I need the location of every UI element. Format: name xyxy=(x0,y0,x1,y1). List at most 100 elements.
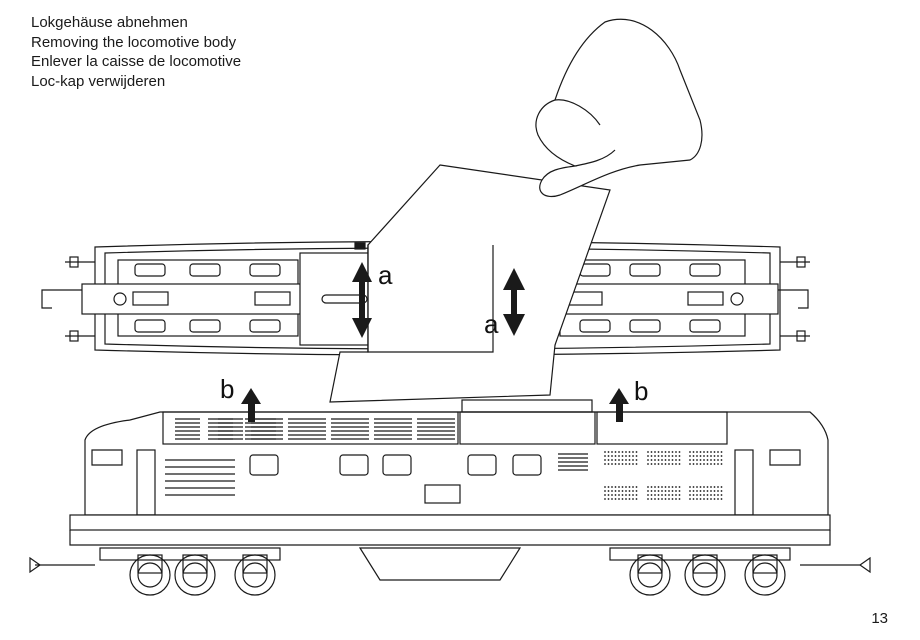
grille-dot xyxy=(696,494,698,496)
grille-dot xyxy=(717,451,719,453)
grille-dot xyxy=(650,498,653,500)
grille-dot xyxy=(699,498,702,500)
hand-illustration xyxy=(535,18,703,198)
grille-dot xyxy=(717,459,719,461)
grille-dot xyxy=(689,455,691,457)
grille-dot xyxy=(618,490,620,492)
grille-dot xyxy=(696,451,698,453)
grille-dot xyxy=(720,498,723,500)
grille-dot xyxy=(647,459,649,461)
grille-dot xyxy=(611,486,613,488)
removal-card xyxy=(329,164,611,403)
grille-dot xyxy=(650,494,653,496)
wheel-top xyxy=(689,319,721,333)
grille-dot xyxy=(661,451,663,453)
grille-dot xyxy=(621,498,624,500)
grille-dot xyxy=(647,486,649,488)
grille-dot xyxy=(650,490,653,492)
grille-dot xyxy=(699,490,702,492)
grille-dot xyxy=(604,486,606,488)
grille-dot xyxy=(635,451,638,453)
grille-dot xyxy=(671,498,674,500)
grille-dot xyxy=(710,494,712,496)
grille-dot xyxy=(671,494,674,496)
wheel-top xyxy=(134,263,166,277)
grille-dot xyxy=(657,455,660,457)
grille-dot xyxy=(671,455,674,457)
wheel-top xyxy=(189,263,221,277)
caption-en: Removing the locomotive body xyxy=(31,33,237,51)
grille-dot xyxy=(604,459,606,461)
grille-dot xyxy=(696,498,698,500)
grille-dot xyxy=(720,451,723,453)
grille-dot xyxy=(668,463,670,465)
wheel xyxy=(129,554,171,596)
grille-dot xyxy=(635,455,638,457)
grille-dot xyxy=(657,459,660,461)
grille-dot xyxy=(668,498,670,500)
grille-dot xyxy=(611,463,613,465)
grille-dot xyxy=(621,490,624,492)
grille-dot xyxy=(654,486,656,488)
wheel-top xyxy=(249,263,281,277)
grille-dot xyxy=(678,459,681,461)
grille-dot xyxy=(706,451,709,453)
grille-dot xyxy=(635,459,638,461)
grille-dot xyxy=(654,451,656,453)
grille-dot xyxy=(650,459,653,461)
grille-dot xyxy=(692,463,695,465)
grille-dot xyxy=(717,463,719,465)
grille-dot xyxy=(675,490,677,492)
grille-dot xyxy=(611,498,613,500)
grille-dot xyxy=(618,498,620,500)
grille-dot xyxy=(607,451,610,453)
grille-dot xyxy=(699,494,702,496)
grille-dot xyxy=(703,451,705,453)
grille-dot xyxy=(604,451,606,453)
grille-dot xyxy=(710,498,712,500)
spring xyxy=(137,554,163,574)
grille-dot xyxy=(689,451,691,453)
grille-dot xyxy=(625,455,627,457)
grille-dot xyxy=(628,486,631,488)
grille-dot xyxy=(661,486,663,488)
label-b-1: b xyxy=(220,374,234,404)
grille-dot xyxy=(678,498,681,500)
grille-dot xyxy=(664,498,667,500)
grille-dot xyxy=(635,490,638,492)
grille-dot xyxy=(621,486,624,488)
grille-dot xyxy=(703,463,705,465)
grille-dot xyxy=(675,463,677,465)
grille-dot xyxy=(668,494,670,496)
grille-dot xyxy=(668,455,670,457)
grille-dot xyxy=(710,486,712,488)
page-number: 13 xyxy=(871,610,888,627)
grille-dot xyxy=(654,490,656,492)
grille-dot xyxy=(618,494,620,496)
grille-dot xyxy=(625,486,627,488)
grille-dot xyxy=(614,498,617,500)
grille-dot xyxy=(625,490,627,492)
grille-dot xyxy=(671,463,674,465)
wheel-top xyxy=(579,319,611,333)
spring xyxy=(637,554,663,574)
grille-dot xyxy=(625,459,627,461)
grille-dot xyxy=(689,463,691,465)
grille-dot xyxy=(618,455,620,457)
spring xyxy=(752,554,778,574)
grille-dot xyxy=(621,463,624,465)
grille-dot xyxy=(678,494,681,496)
grille-dot xyxy=(696,455,698,457)
grille-dot xyxy=(692,459,695,461)
wheel xyxy=(174,554,216,596)
grille-dot xyxy=(628,498,631,500)
grille-dot xyxy=(713,463,716,465)
grille-dot xyxy=(699,455,702,457)
grille-dot xyxy=(625,463,627,465)
grille-dot xyxy=(678,455,681,457)
wheel-hub xyxy=(637,562,663,588)
grille-dot xyxy=(632,463,634,465)
grille-dot xyxy=(654,455,656,457)
grille-dot xyxy=(703,486,705,488)
grille-dot xyxy=(664,494,667,496)
